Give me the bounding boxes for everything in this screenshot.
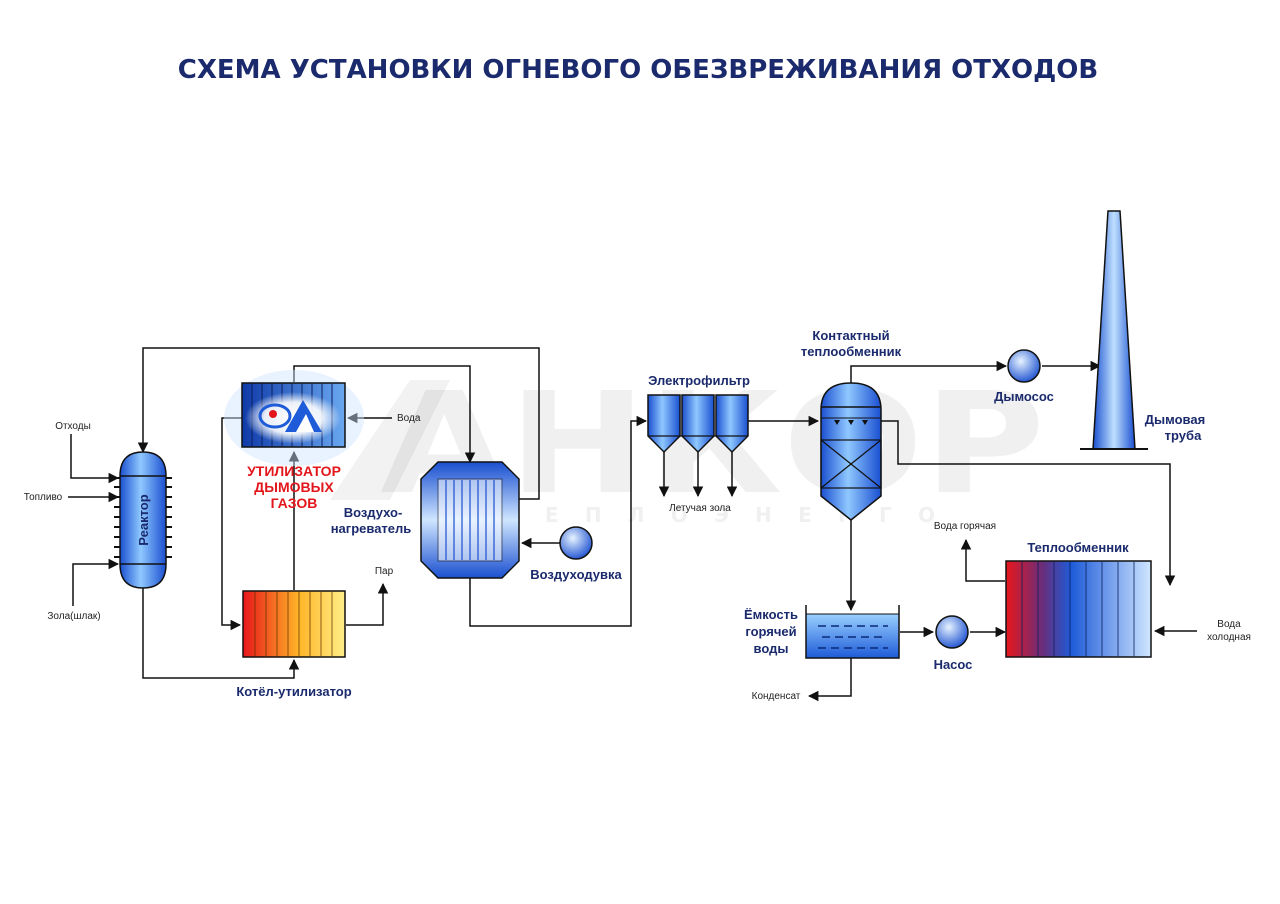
boiler-label: Котёл-утилизатор: [236, 684, 351, 699]
heat-exchanger-label: Теплообменник: [1027, 540, 1129, 555]
gas-utilizer-label-2: ДЫМОВЫХ: [254, 479, 334, 495]
air-heater-label-2: нагреватель: [331, 521, 412, 536]
air-heater-label-1: Воздухо-: [344, 505, 403, 520]
stream-steam: Пар: [375, 566, 394, 577]
tank-label-3: воды: [754, 641, 789, 656]
blower: Воздуходувка: [530, 526, 622, 582]
blower-icon: [559, 526, 593, 560]
electrofilter-body: [647, 394, 749, 454]
watermark-logo-icon: [330, 380, 450, 500]
spray-nozzles-icon: [834, 420, 868, 425]
boiler-body: [242, 590, 346, 658]
exhauster-icon: [1007, 349, 1041, 383]
exhauster: Дымосос: [994, 349, 1054, 404]
stream-waste: Отходы: [55, 421, 91, 432]
electrofilter: Электрофильтр: [647, 373, 750, 454]
gas-utilizer-label-3: ГАЗОВ: [271, 495, 318, 511]
pump: Насос: [934, 615, 973, 672]
pump-label: Насос: [934, 657, 973, 672]
heat-exchanger-body: [1005, 560, 1152, 658]
page-title: СХЕМА УСТАНОВКИ ОГНЕВОГО ОБЕЗВРЕЖИВАНИЯ …: [178, 55, 1098, 85]
contact-hx-label-2: теплообменник: [801, 344, 902, 359]
pump-icon: [935, 615, 969, 649]
brand-logo-icon: [258, 400, 322, 432]
blower-label: Воздуходувка: [530, 567, 622, 582]
gas-utilizer-label-1: УТИЛИЗАТОР: [247, 463, 341, 479]
contact-heat-exchanger: Контактный теплообменник: [801, 328, 902, 521]
gas-utilizer: УТИЛИЗАТОР ДЫМОВЫХ ГАЗОВ: [224, 370, 364, 511]
stream-condensate: Конденсат: [752, 691, 801, 702]
electrofilter-label: Электрофильтр: [648, 373, 750, 388]
reactor-fins: [114, 477, 172, 558]
contact-hx-body: [820, 382, 882, 521]
piping: [68, 347, 1197, 702]
hot-water-tank: Ёмкость горячей воды: [744, 605, 900, 659]
chimney: Дымовая труба: [1080, 210, 1205, 450]
air-heater: Воздухо- нагреватель: [331, 461, 520, 579]
stream-fuel: Топливо: [24, 492, 63, 503]
chimney-label-1: Дымовая: [1145, 412, 1205, 427]
heat-exchanger: Теплообменник: [1005, 540, 1152, 658]
contact-hx-label-1: Контактный: [812, 328, 889, 343]
boiler: Котёл-утилизатор: [236, 590, 352, 699]
tank-water: [806, 614, 899, 658]
tank-label-2: горячей: [745, 624, 796, 639]
tank-label-1: Ёмкость: [744, 607, 798, 622]
stream-cold-water-1: Вода: [1217, 619, 1241, 630]
stream-fly-ash: Летучая зола: [669, 503, 731, 514]
chimney-body: [1092, 210, 1136, 450]
stream-water: Вода: [397, 413, 421, 424]
stream-labels: Отходы Топливо Зола(шлак) Вода Пар Летуч…: [24, 413, 1251, 702]
reactor-label: Реактор: [136, 494, 151, 545]
stream-ash-slag: Зола(шлак): [47, 611, 100, 622]
reactor: Реактор: [114, 451, 172, 589]
stream-cold-water-2: холодная: [1207, 632, 1251, 643]
exhauster-label: Дымосос: [994, 389, 1054, 404]
chimney-label-2: труба: [1165, 428, 1202, 443]
stream-hot-water: Вода горячая: [934, 521, 996, 532]
